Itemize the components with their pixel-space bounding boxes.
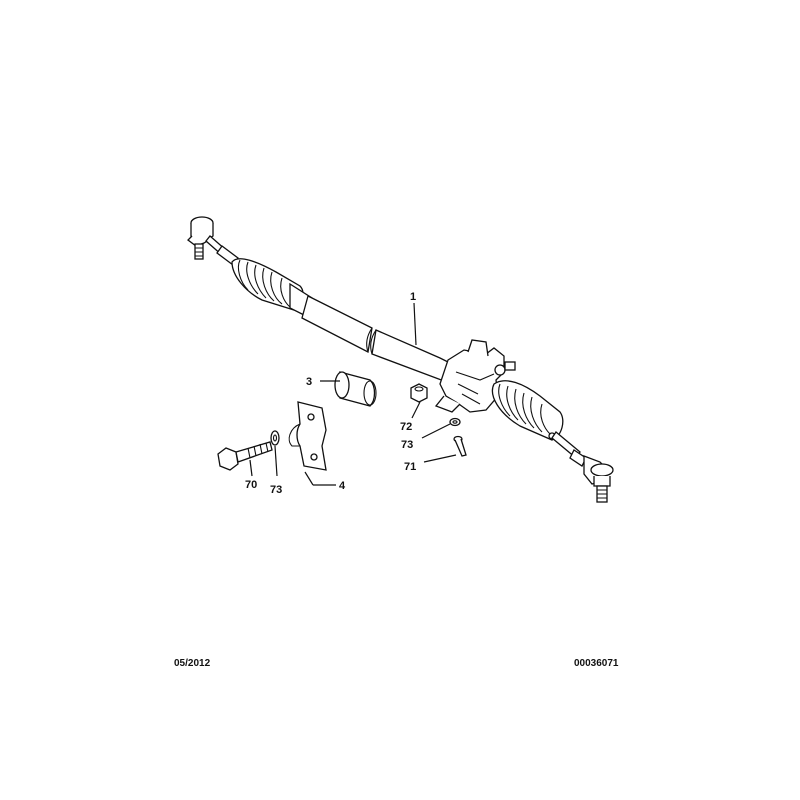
right-tie-rod-end: [551, 431, 614, 503]
callout-3: 3: [306, 376, 312, 388]
left-tie-rod-end: [187, 216, 239, 266]
bush-part-3: [334, 371, 377, 407]
callout-labels: 1 3 4 70 73 72 73 71: [245, 291, 416, 496]
callout-1: 1: [410, 291, 416, 303]
bolt-70: [217, 441, 273, 471]
callout-4: 4: [339, 480, 346, 492]
callout-70: 70: [245, 479, 257, 491]
washer-73-right: [449, 417, 461, 427]
nut-72: [410, 383, 428, 403]
callout-73-left: 73: [270, 484, 282, 496]
callout-72: 72: [400, 421, 412, 433]
left-bellows: [231, 258, 315, 317]
callout-73-right: 73: [401, 439, 413, 451]
right-bellows: [491, 380, 564, 441]
footer-reference-number: 00036071: [574, 658, 619, 669]
clamp-part-4: [288, 401, 327, 471]
rack-tube: [301, 295, 457, 385]
bolt-71: [453, 435, 467, 457]
footer-date: 05/2012: [174, 658, 211, 669]
gear-housing: [434, 339, 516, 413]
washer-73-left: [270, 430, 280, 446]
callout-71: 71: [404, 461, 416, 473]
steering-rack-assembly: [187, 216, 614, 503]
leader-lines: [249, 302, 457, 486]
